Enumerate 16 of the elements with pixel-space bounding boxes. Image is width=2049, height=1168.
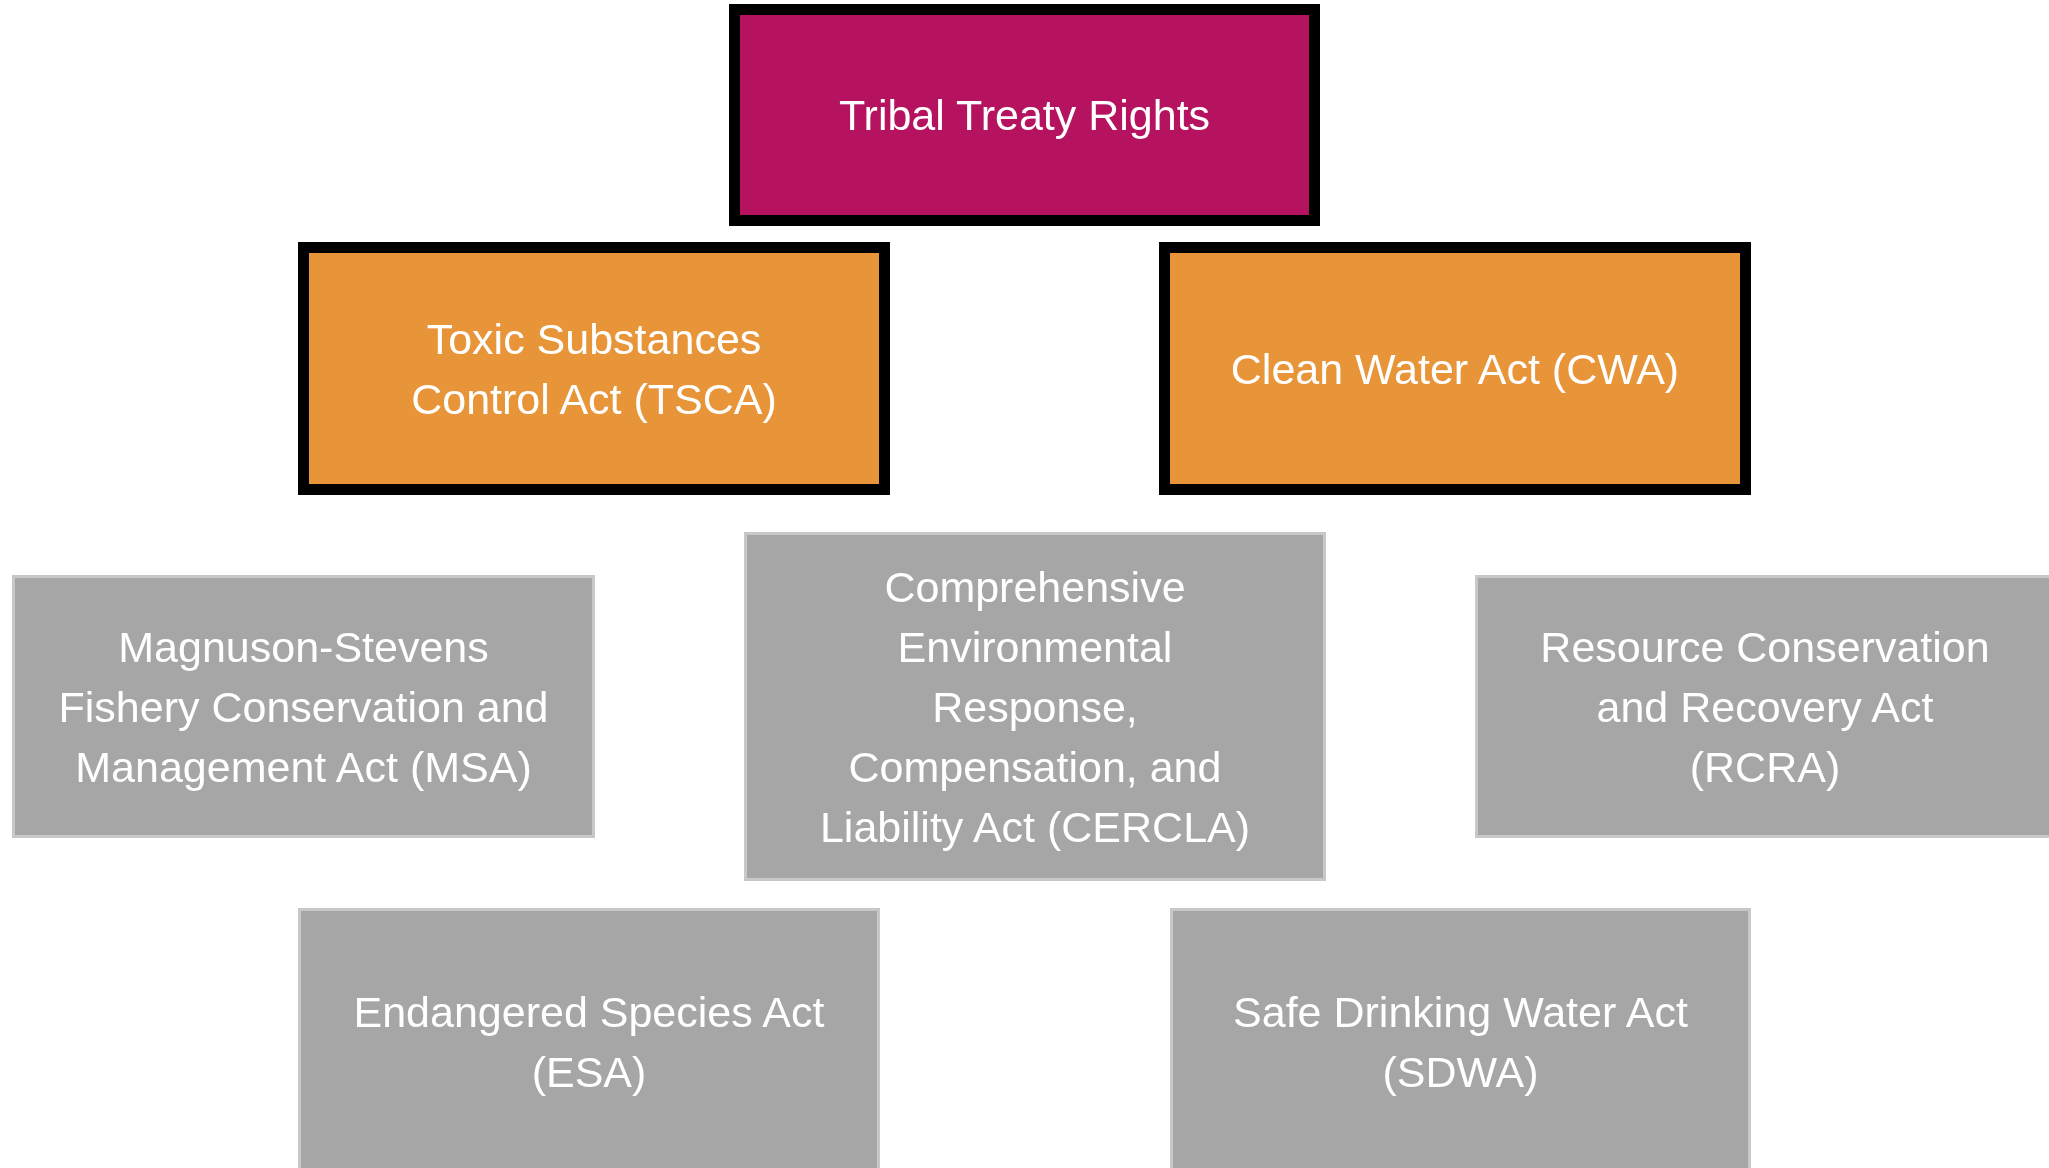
act-box	[729, 4, 1320, 226]
box-label: Tribal Treaty Rights	[838, 90, 1211, 141]
box-label: Magnuson-Stevens Fishery Conservation and Management Act (MSA)	[57, 621, 550, 793]
act-box	[1159, 242, 1751, 495]
box-label: Toxic Substances Control Act (TSCA)	[410, 313, 778, 425]
box-label: Comprehensive Environmental Response, Compensation, and Liability Act (CERCLA)	[818, 561, 1252, 853]
act-box	[298, 242, 890, 495]
box-label: Clean Water Act (CWA)	[1230, 343, 1680, 395]
act-box	[1170, 908, 1751, 1168]
act-box	[298, 908, 880, 1168]
act-box	[744, 532, 1326, 881]
box-label: Safe Drinking Water Act (SDWA)	[1232, 987, 1689, 1098]
box-label: Resource Conservation and Recovery Act (RCRA)	[1539, 621, 1991, 793]
act-box	[1475, 575, 2049, 838]
act-box	[12, 575, 595, 838]
box-label: Endangered Species Act (ESA)	[352, 987, 826, 1098]
